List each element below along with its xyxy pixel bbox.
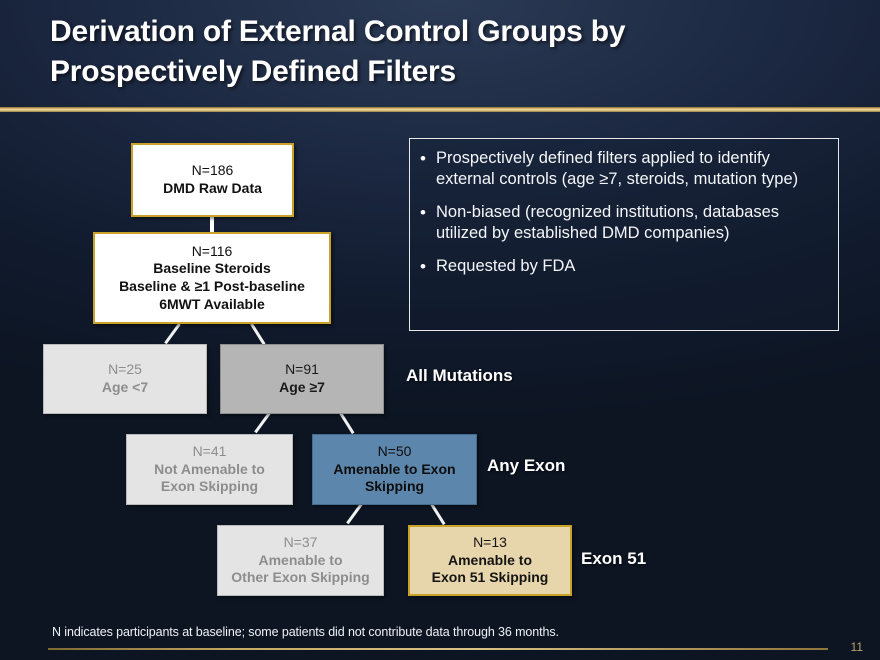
bullet-item: • Requested by FDA: [420, 256, 826, 278]
connector-baseline-to-age-under7: [164, 323, 181, 345]
bullet-text: Requested by FDA: [436, 256, 576, 275]
flow-box-count: N=41: [192, 443, 227, 460]
flow-box-amenable-exon-51[interactable]: N=13 Amenable to Exon 51 Skipping: [408, 525, 572, 596]
flow-box-label: Amenable to: [258, 551, 343, 568]
flow-box-label: Age <7: [101, 379, 149, 395]
flow-box-label: Amenable to Exon: [333, 460, 456, 477]
flow-box-count: N=116: [191, 242, 233, 259]
side-label-exon-51: Exon 51: [581, 549, 647, 568]
page-title: Derivation of External Control Groups by…: [50, 15, 626, 88]
connector-amenable-to-other-exon: [346, 503, 363, 525]
flow-box-count: N=25: [108, 361, 142, 378]
flow-box-age-7-or-older[interactable]: N=91 Age ≥7: [220, 344, 384, 414]
connector-baseline-to-age-over7: [250, 323, 266, 346]
flow-box-dmd-raw-data[interactable]: N=186 DMD Raw Data: [131, 143, 294, 217]
flow-box-label: Exon 51 Skipping: [431, 569, 549, 586]
bullet-marker-icon: •: [420, 149, 426, 168]
page-number: 11: [850, 640, 863, 654]
flow-box-baseline-steroids[interactable]: N=116 Baseline Steroids Baseline & ≥1 Po…: [93, 232, 331, 324]
flow-box-label: Amenable to: [447, 551, 532, 568]
flow-box-amenable-exon-skipping[interactable]: N=50 Amenable to Exon Skipping: [312, 434, 477, 505]
title-divider-rule: [0, 107, 880, 112]
flow-box-label: Other Exon Skipping: [231, 569, 370, 586]
flow-box-not-amenable[interactable]: N=41 Not Amenable to Exon Skipping: [126, 434, 293, 505]
connector-age7-to-not-amenable: [254, 412, 271, 434]
flow-box-count: N=50: [377, 443, 412, 460]
footnote-text: N indicates participants at baseline; so…: [52, 625, 559, 639]
bullet-item: • Prospectively defined filters applied …: [420, 148, 826, 191]
flow-box-count: N=13: [473, 534, 507, 551]
side-label-any-exon: Any Exon: [487, 456, 566, 475]
flow-box-label: Skipping: [364, 478, 425, 495]
flow-box-label: Baseline Steroids: [153, 260, 271, 277]
flow-box-label: 6MWT Available: [159, 295, 265, 312]
flow-box-count: N=91: [285, 361, 319, 378]
bullet-item: • Non-biased (recognized institutions, d…: [420, 202, 826, 245]
bullet-text: Non-biased (recognized institutions, dat…: [436, 202, 780, 243]
connector-amenable-to-exon51: [430, 503, 446, 526]
flow-box-amenable-other-exon[interactable]: N=37 Amenable to Other Exon Skipping: [217, 525, 384, 596]
connector-raw-to-baseline: [210, 216, 214, 233]
flow-box-label: Age ≥7: [279, 379, 325, 395]
flow-box-count: N=37: [283, 534, 318, 551]
flow-box-label: Baseline & ≥1 Post-baseline: [119, 278, 305, 294]
bullet-text: Prospectively defined filters applied to…: [436, 149, 799, 189]
flow-box-label: Exon Skipping: [160, 478, 259, 495]
flow-box-label: DMD Raw Data: [163, 180, 262, 196]
bullet-marker-icon: •: [420, 202, 426, 222]
connector-age7-to-amenable: [339, 412, 355, 435]
footer-divider-rule: [48, 648, 828, 650]
bullet-marker-icon: •: [420, 256, 426, 276]
flow-box-label: Not Amenable to: [154, 460, 265, 477]
flow-box-count: N=186: [191, 162, 234, 179]
flow-box-age-under-7[interactable]: N=25 Age <7: [43, 344, 207, 414]
bullet-panel: • Prospectively defined filters applied …: [409, 138, 839, 331]
side-label-all-mutations: All Mutations: [406, 366, 513, 385]
title-block: Derivation of External Control Groups by…: [50, 12, 770, 91]
